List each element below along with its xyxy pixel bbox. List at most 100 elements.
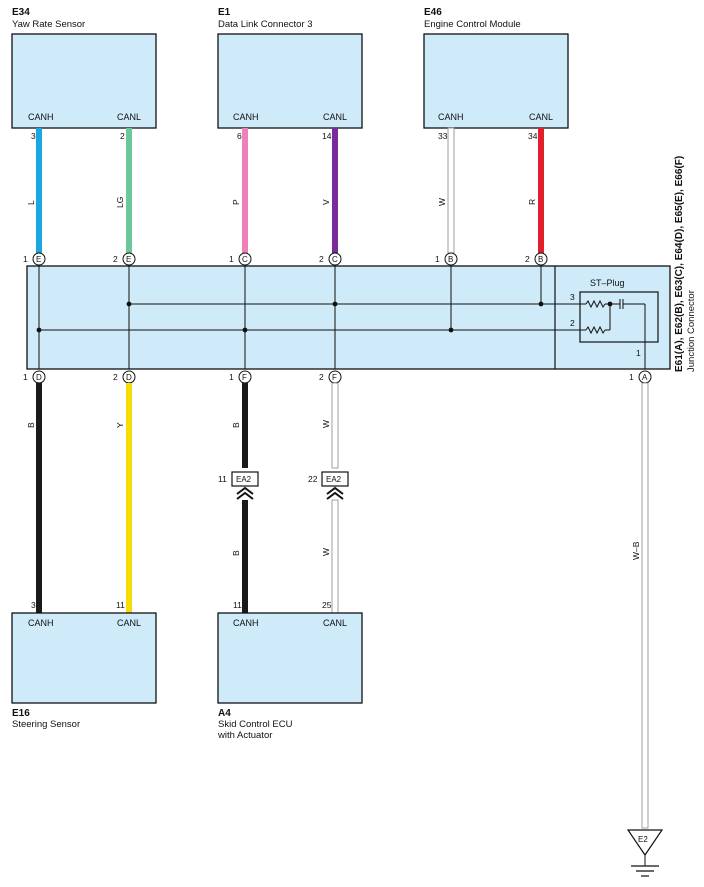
svg-text:1: 1 — [629, 372, 634, 382]
svg-text:F: F — [332, 373, 337, 382]
component-name-line1: Skid Control ECU — [218, 719, 293, 730]
st-pin-3: 3 — [570, 292, 575, 302]
component-box — [11, 33, 157, 129]
junction-top-pins: 1 E 2 E 1 C 2 C 1 B 2 B — [23, 252, 548, 266]
junction-bottom-pins: 1 D 2 D 1 F 2 F 1 A — [23, 370, 652, 384]
st-pin-1: 1 — [636, 348, 641, 358]
wire-b-upper — [242, 383, 248, 468]
wire-color-code: W — [321, 420, 331, 428]
pin-number: 6 — [237, 131, 242, 141]
wire-w — [447, 127, 455, 254]
canh-label: CANH — [438, 112, 464, 122]
pin-marker: 2 C — [319, 252, 342, 266]
component-steering-sensor: CANH CANL E16 Steering Sensor — [11, 612, 157, 730]
pin-marker: 1 C — [229, 252, 252, 266]
pin-marker: 1 E — [23, 252, 46, 266]
connector-chevron-icon — [326, 491, 344, 500]
canl-label: CANL — [323, 112, 347, 122]
canl-label: CANL — [529, 112, 553, 122]
bottom-wires — [36, 382, 649, 829]
canh-label: CANH — [233, 112, 259, 122]
svg-text:D: D — [126, 373, 132, 382]
component-code: E1 — [218, 7, 231, 18]
svg-text:1: 1 — [23, 254, 28, 264]
svg-text:B: B — [448, 255, 453, 264]
pin-number: 2 — [120, 131, 125, 141]
canh-label: CANH — [233, 618, 259, 628]
wire-color-code: B — [231, 550, 241, 556]
component-code: E34 — [12, 7, 30, 18]
wire-color-code: V — [321, 199, 331, 205]
connector-chevron-icon — [236, 486, 254, 495]
component-box — [217, 33, 363, 129]
svg-text:2: 2 — [319, 372, 324, 382]
pin-number: 34 — [528, 131, 538, 141]
pin-marker: 1 F — [229, 370, 252, 384]
wire-y — [126, 383, 132, 613]
wire-w-upper — [331, 382, 339, 469]
svg-text:1: 1 — [229, 254, 234, 264]
component-yaw-rate-sensor: E34 Yaw Rate Sensor CANH CANL — [11, 7, 157, 129]
wire-color-code: L — [26, 200, 36, 205]
junction-connector: ST–Plug 3 2 1 — [26, 265, 671, 370]
pin-marker: 2 E — [113, 252, 136, 266]
component-engine-control-module: E46 Engine Control Module CANH CANL — [423, 7, 569, 129]
connector-chevron-icon — [326, 486, 344, 495]
ea2-pin: 22 — [308, 474, 318, 484]
wire-w-b — [641, 382, 649, 829]
junction-name: Junction Connector — [686, 290, 697, 372]
ea2-connector-w: 22 EA2 — [308, 471, 349, 500]
component-code: E16 — [12, 708, 30, 719]
pin-marker: 2 F — [319, 370, 342, 384]
component-code: A4 — [218, 708, 231, 719]
pin-number: 11 — [233, 600, 242, 610]
junction-codes: E61(A), E62(B), E63(C), E64(D), E65(E), … — [674, 156, 685, 372]
ea2-pin: 11 — [218, 474, 227, 484]
component-name: Data Link Connector 3 — [218, 19, 313, 30]
ea2-box — [231, 471, 259, 487]
pin-marker: 1 B — [435, 252, 458, 266]
ground-triangle — [626, 829, 664, 857]
svg-text:C: C — [242, 255, 248, 264]
wire-color-code: B — [26, 422, 36, 428]
st-pin-2: 2 — [570, 318, 575, 328]
ea2-name: EA2 — [326, 475, 342, 484]
ea2-connector-b: 11 EA2 — [218, 471, 259, 500]
pin-number: 33 — [438, 131, 448, 141]
pin-number: 14 — [322, 131, 332, 141]
canl-label: CANL — [117, 112, 141, 122]
component-box — [217, 612, 363, 704]
wire-color-code: P — [231, 199, 241, 205]
component-name: Steering Sensor — [12, 719, 80, 730]
component-skid-control-ecu: CANH CANL A4 Skid Control ECU with Actua… — [217, 612, 363, 741]
svg-text:C: C — [332, 255, 338, 264]
svg-text:1: 1 — [229, 372, 234, 382]
pin-marker: 2 B — [525, 252, 548, 266]
svg-text:B: B — [538, 255, 543, 264]
wire-lg — [126, 128, 132, 253]
top-wires — [36, 127, 544, 254]
junction-splice-dots — [36, 301, 544, 333]
canh-label: CANH — [28, 618, 54, 628]
wire-w-lower — [331, 499, 339, 614]
pin-marker: 1 A — [629, 370, 652, 384]
component-data-link-connector: E1 Data Link Connector 3 CANH CANL — [217, 7, 363, 129]
wire-color-code: W — [437, 198, 447, 206]
svg-text:1: 1 — [435, 254, 440, 264]
pin-number: 3 — [31, 131, 36, 141]
wire-p — [242, 128, 248, 253]
svg-text:A: A — [642, 373, 648, 382]
wire-color-code: W — [321, 548, 331, 556]
wire-b-lower — [242, 500, 248, 613]
svg-text:2: 2 — [113, 372, 118, 382]
pin-number: 25 — [322, 600, 332, 610]
svg-text:D: D — [36, 373, 42, 382]
wire-v — [332, 128, 338, 253]
ea2-name: EA2 — [236, 475, 252, 484]
wire-b — [36, 383, 42, 613]
ea2-box — [321, 471, 349, 487]
pin-number: 3 — [31, 600, 36, 610]
svg-text:2: 2 — [113, 254, 118, 264]
wire-color-code: Y — [115, 422, 125, 428]
